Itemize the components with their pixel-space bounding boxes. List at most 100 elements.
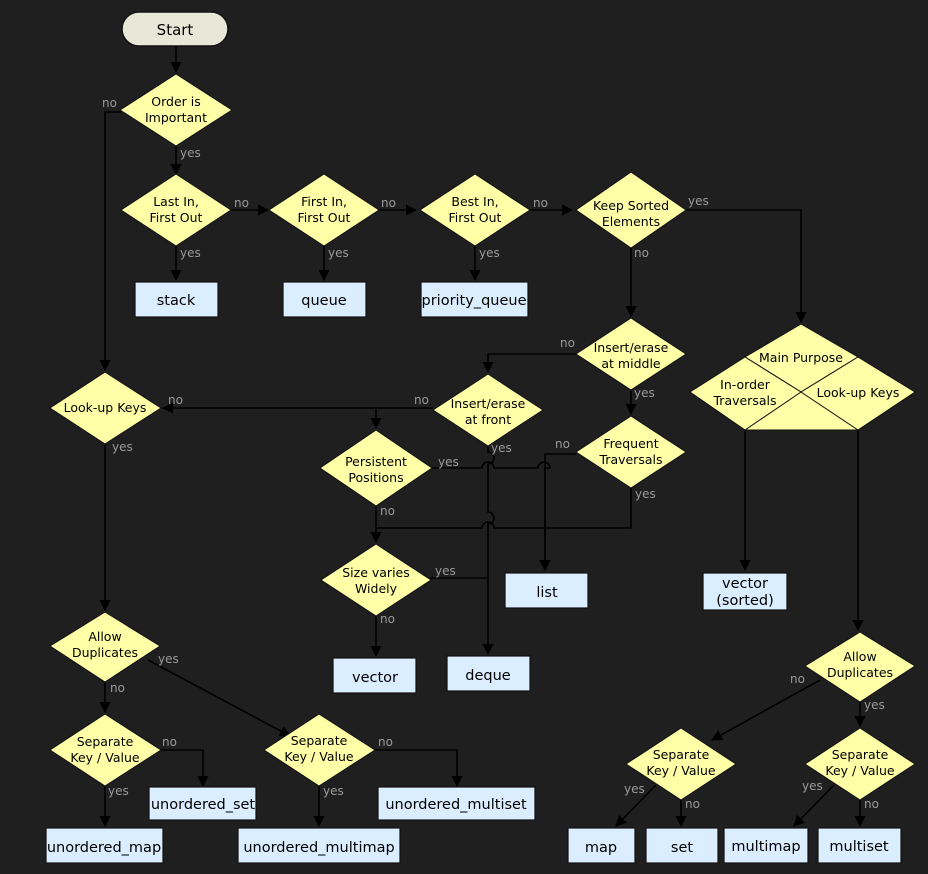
label-yes: yes [328, 246, 349, 260]
container-vector-sorted: vector(sorted) [702, 572, 788, 611]
container-multiset: multiset [817, 827, 902, 864]
svg-text:Main Purpose: Main Purpose [759, 350, 843, 365]
label-no: no [234, 196, 249, 210]
container-map: map [567, 827, 636, 864]
svg-text:map: map [585, 840, 617, 856]
label-no: no [110, 681, 125, 695]
label-no: no [414, 393, 429, 407]
svg-text:First In,First Out: First In,First Out [298, 194, 351, 225]
label-yes: yes [112, 440, 133, 454]
edge-frequent-vector [376, 488, 632, 529]
svg-text:Look-up Keys: Look-up Keys [817, 385, 900, 400]
decision-lookup-keys: Look-up Keys [49, 371, 162, 445]
label-yes: yes [634, 386, 655, 400]
edge-insertmid-insertfront [482, 353, 577, 374]
label-yes: yes [435, 564, 456, 578]
svg-text:Start: Start [157, 21, 194, 39]
svg-text:unordered_multimap: unordered_multimap [243, 840, 394, 856]
container-priority-queue: priority_queue [420, 281, 529, 318]
label-no: no [380, 612, 395, 626]
label-no: no [685, 797, 700, 811]
edge-allowdup-sepkv2 [147, 659, 291, 737]
label-yes: yes [688, 194, 709, 208]
label-yes: yes [491, 441, 512, 455]
container-unordered-multimap: unordered_multimap [237, 827, 401, 864]
label-yes: yes [802, 779, 823, 793]
svg-text:stack: stack [157, 293, 196, 309]
label-no: no [533, 196, 548, 210]
svg-text:Last In,First Out: Last In,First Out [150, 194, 203, 225]
svg-text:unordered_map: unordered_map [47, 840, 161, 856]
svg-text:vector(sorted): vector(sorted) [716, 576, 774, 609]
container-vector: vector [332, 657, 417, 694]
label-no: no [168, 393, 183, 407]
edge-sepkv3-map [615, 784, 657, 827]
label-no: no [381, 196, 396, 210]
svg-text:unordered_set: unordered_set [151, 797, 256, 813]
label-no: no [378, 735, 393, 749]
label-yes: yes [624, 782, 645, 796]
container-multimap: multimap [723, 827, 809, 864]
container-unordered-map: unordered_map [45, 827, 164, 864]
container-unordered-set: unordered_set [148, 786, 257, 821]
edge-sepkv1-uset [160, 749, 209, 788]
label-yes: yes [635, 487, 656, 501]
svg-text:list: list [536, 585, 558, 601]
decision-fifo: First In,First Out [268, 173, 380, 247]
svg-text:priority_queue: priority_queue [422, 293, 527, 309]
label-no: no [380, 504, 395, 518]
edge-frequent-list [539, 453, 576, 572]
container-list: list [504, 572, 589, 609]
svg-text:deque: deque [465, 668, 511, 684]
label-no: no [864, 797, 879, 811]
decision-best-in: Best In,First Out [419, 173, 531, 247]
svg-text:multimap: multimap [731, 839, 800, 855]
label-yes: yes [180, 246, 201, 260]
label-yes: yes [108, 784, 129, 798]
edge-allowdupr-sepkv3 [711, 679, 821, 741]
edge-insertfront-deque [482, 444, 495, 656]
label-no: no [162, 735, 177, 749]
label-no: no [560, 336, 575, 350]
svg-text:queue: queue [301, 293, 347, 309]
container-stack: stack [134, 281, 219, 318]
edge-order-lookup [99, 111, 121, 372]
edge-labels: no yes no no no yes yes yes yes no no ye… [102, 96, 885, 811]
edge-sepkv2-umset [374, 749, 463, 788]
label-yes: yes [158, 652, 179, 666]
label-no: no [102, 96, 117, 110]
decision-lifo: Last In,First Out [120, 173, 232, 247]
svg-text:Best In,First Out: Best In,First Out [449, 194, 502, 225]
label-no: no [555, 437, 570, 451]
edges [99, 46, 866, 828]
svg-text:set: set [671, 840, 693, 856]
edge-persistent-list [432, 461, 551, 572]
edge-sepkv4-multimap [793, 784, 835, 827]
svg-text:unordered_multiset: unordered_multiset [385, 797, 527, 813]
container-set: set [645, 827, 719, 864]
label-no: no [790, 672, 805, 686]
